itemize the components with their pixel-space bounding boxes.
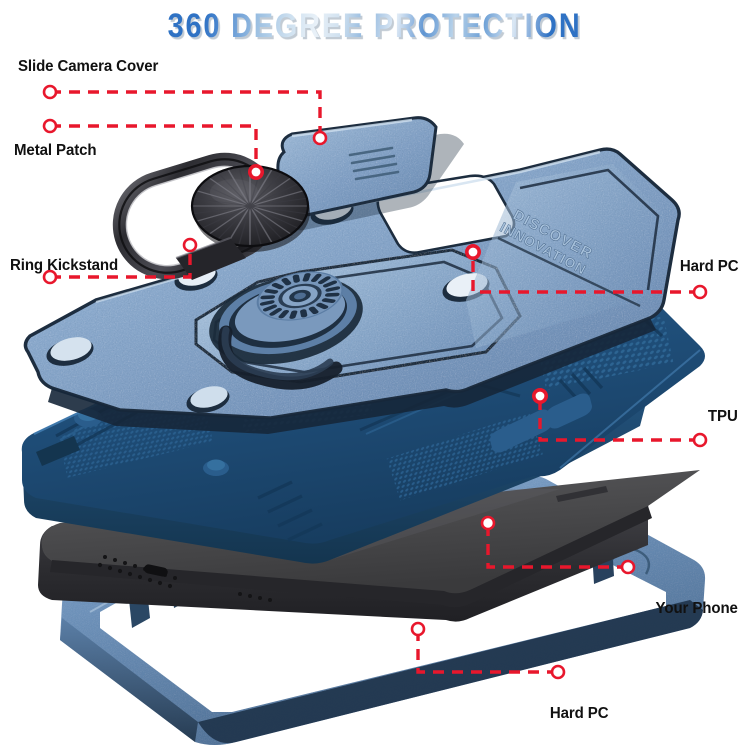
cover-grip-ridges	[348, 146, 400, 181]
callout-label-hard-pc-frame: Hard PC	[549, 705, 608, 722]
callout-label-metal-patch: Metal Patch	[14, 142, 97, 159]
page-title-text: 360 DEGREE PROTECTION	[168, 5, 582, 46]
hard-pc-back-layer: DISCOVER INNOVATION	[23, 147, 681, 434]
callout-label-slide-camera-cover: Slide Camera Cover	[18, 58, 159, 75]
callout-label-hard-pc-back: Hard PC	[679, 258, 738, 275]
callout-label-ring-kickstand: Ring Kickstand	[10, 257, 119, 274]
metal-patch	[190, 164, 310, 252]
magnet-hub	[256, 271, 344, 321]
callout-label-tpu: TPU	[708, 408, 738, 425]
page-title: 360 DEGREE PROTECTION	[0, 5, 750, 52]
callout-label-your-phone: Your Phone	[655, 600, 738, 617]
usb-c-port	[144, 564, 168, 577]
